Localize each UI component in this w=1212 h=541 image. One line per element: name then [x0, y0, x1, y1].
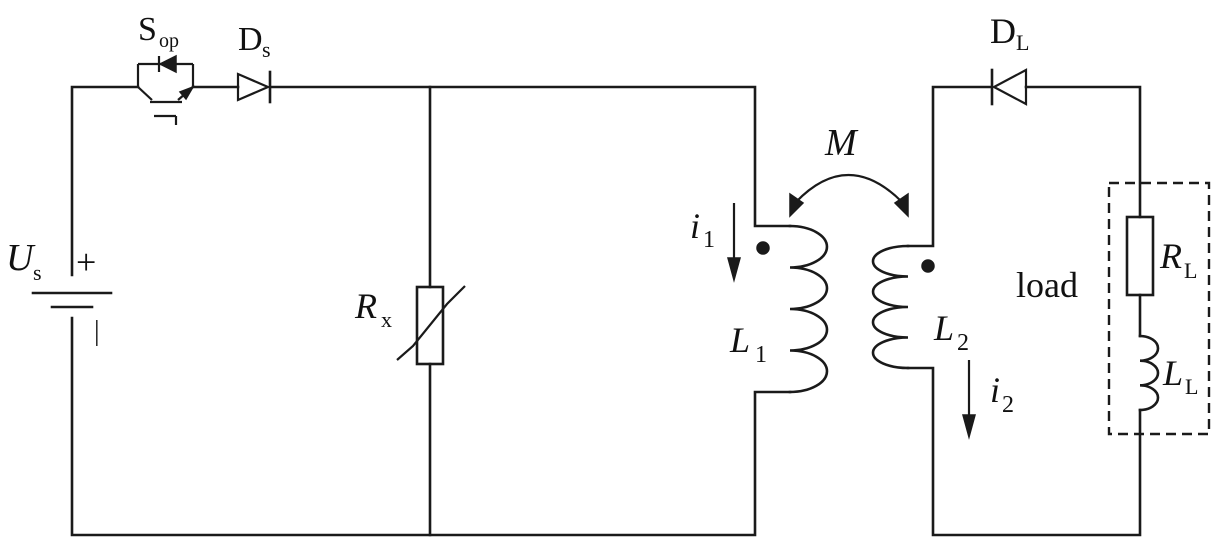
inductor-l2-coil — [871, 244, 935, 370]
switch-subscript: op — [159, 30, 179, 52]
varistor-label: R — [354, 286, 377, 326]
current-i2-label: i — [990, 370, 1000, 410]
load-resistor-label: R — [1159, 236, 1182, 276]
load-inductor-subscript: L — [1185, 374, 1198, 399]
source-plus-sign: + — [76, 242, 96, 282]
switch-igbt-symbol — [136, 54, 195, 125]
mutual-inductance-label: M — [824, 122, 859, 164]
load-dashed-box — [1107, 181, 1211, 436]
load-label: load — [1016, 265, 1078, 305]
inductor-l2-subscript: 2 — [957, 330, 969, 356]
current-i1-arrow — [727, 203, 741, 283]
switch-label: S — [138, 11, 157, 48]
source-subscript: s — [33, 260, 42, 285]
dc-source — [31, 291, 113, 309]
load-inductor-label: L — [1162, 353, 1183, 393]
primary-wires — [70, 85, 792, 537]
load-inductor-ll — [1138, 334, 1160, 412]
inductor-l1-subscript: 1 — [755, 342, 767, 368]
current-i2-subscript: 2 — [1002, 392, 1014, 418]
diode-ds-subscript: s — [262, 37, 271, 62]
varistor-subscript: x — [381, 307, 392, 332]
current-i1-subscript: 1 — [703, 227, 715, 253]
mutual-coupling-arrow — [789, 173, 909, 218]
diode-ds-label: D — [238, 21, 263, 58]
secondary-wires — [906, 85, 1142, 537]
inductor-l2-label: L — [933, 308, 954, 348]
varistor-rx-symbol — [396, 285, 466, 366]
inductor-l1-coil — [756, 224, 829, 394]
diode-dl-label: D — [990, 11, 1016, 51]
current-i2-arrow — [962, 360, 976, 440]
load-resistor-rl — [1125, 215, 1155, 297]
inductor-l1-label: L — [729, 320, 750, 360]
current-i1-label: i — [690, 206, 700, 246]
source-minus-sign: | — [94, 316, 100, 347]
diode-dl-symbol — [990, 68, 1028, 106]
load-resistor-subscript: L — [1184, 258, 1197, 283]
source-label: U — [6, 237, 36, 279]
diode-ds-symbol — [236, 70, 272, 104]
diode-dl-subscript: L — [1016, 30, 1029, 55]
